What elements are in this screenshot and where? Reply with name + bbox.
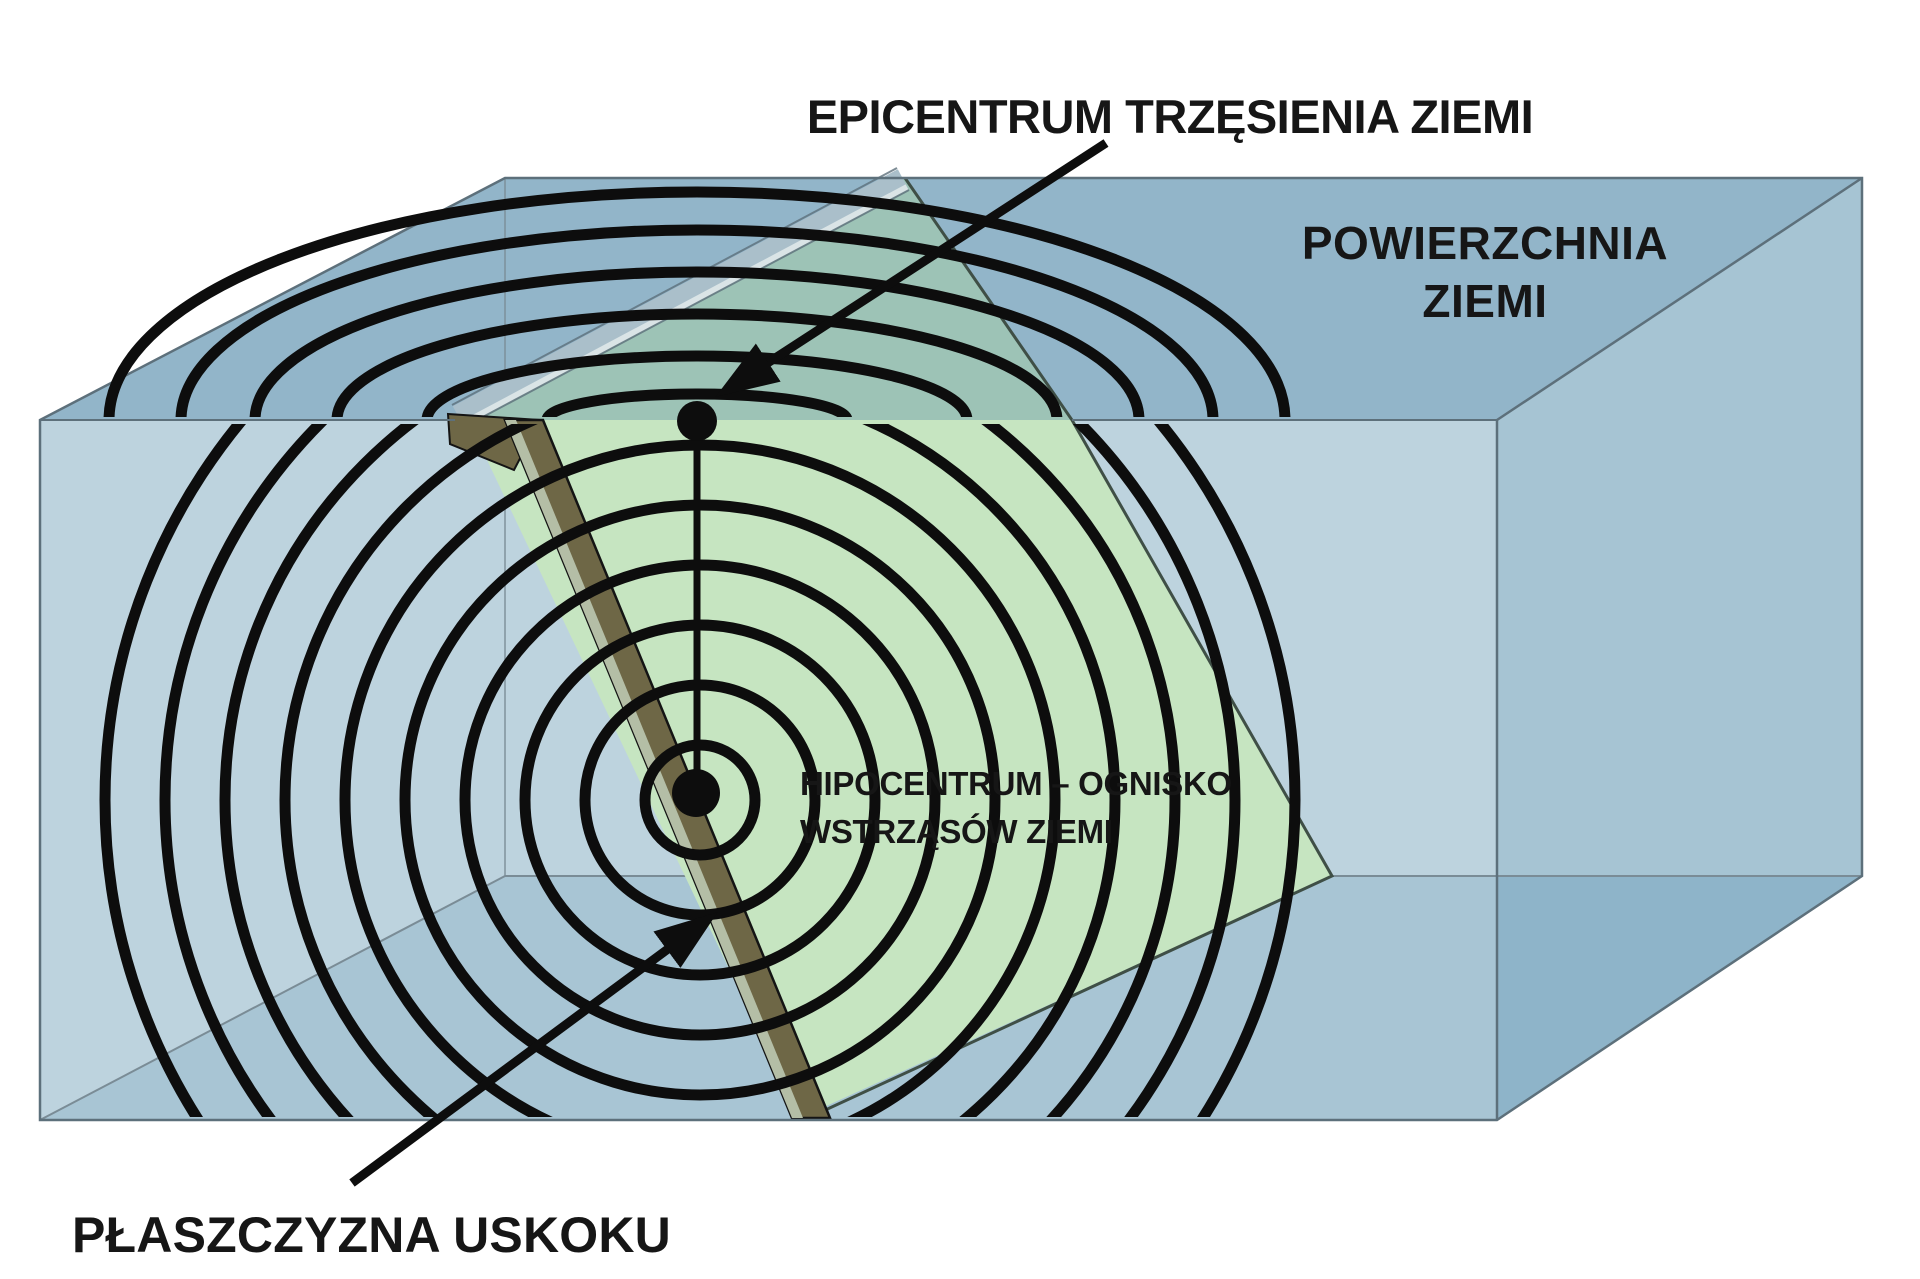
surface-fault-trace-outline-b xyxy=(463,189,910,428)
surface-wave-arc xyxy=(249,266,1145,417)
epicenter-dot xyxy=(677,401,717,441)
seismic-wave-ring xyxy=(219,424,1181,1117)
surface-label: POWIERZCHNIA ZIEMI xyxy=(1301,217,1669,327)
seismic-wave-ring xyxy=(159,424,1241,1117)
block-right-face-upper xyxy=(1497,178,1862,876)
surface-wave-arc xyxy=(421,350,973,417)
surface-wave-arc xyxy=(103,186,1291,417)
seismic-wave-ring xyxy=(99,424,1301,1117)
top-right-depth-edge xyxy=(1496,176,1863,422)
epicenter-arrow xyxy=(715,139,1109,397)
surface-wave-arc xyxy=(175,224,1219,417)
fault-plane-below-surface xyxy=(468,420,1332,1118)
surface-fault-trace-highlight xyxy=(460,184,909,427)
surface-wave-arc xyxy=(541,388,853,417)
surface-fault-trace xyxy=(452,169,909,426)
hypocenter-dot xyxy=(672,769,720,817)
surface-wave-arc xyxy=(331,308,1063,417)
epicenter-label: EPICENTRUM TRZĘSIENIA ZIEMI xyxy=(806,90,1534,143)
fault-plane-label: PŁASZCZYZNA USKOKU xyxy=(72,1207,671,1263)
seismic-wave-ring xyxy=(279,424,1121,1117)
hypocenter-label: HIPOCENTRUM – OGNISKO WSTRZĄSÓW ZIEMI xyxy=(800,765,1232,850)
seismic-waves-surface xyxy=(103,186,1291,417)
fault-plane-arrow xyxy=(349,912,718,1187)
